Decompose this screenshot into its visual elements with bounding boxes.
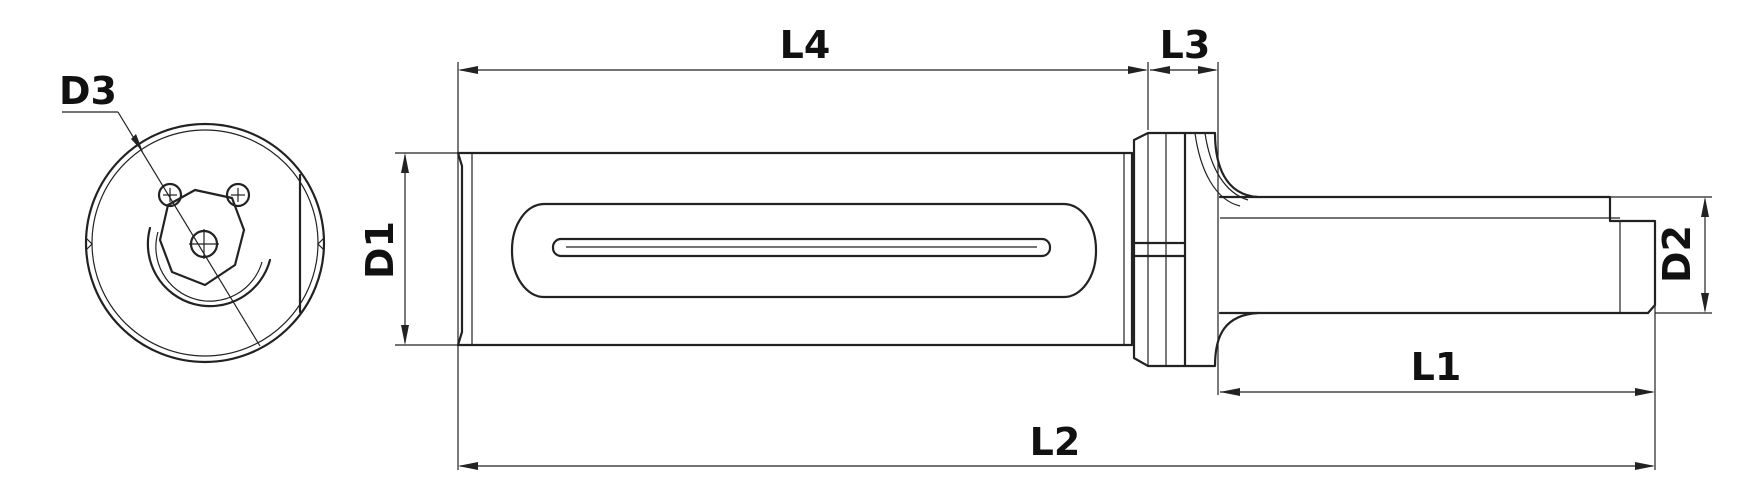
label-l2: L2 xyxy=(1030,420,1081,464)
label-l3: L3 xyxy=(1160,23,1211,67)
end-view xyxy=(62,111,326,364)
label-d1: D1 xyxy=(358,221,402,279)
label-l4: L4 xyxy=(780,23,831,67)
side-view xyxy=(456,131,1657,368)
label-l1: L1 xyxy=(1411,345,1462,389)
label-d2: D2 xyxy=(1655,225,1699,283)
label-d3: D3 xyxy=(59,69,117,113)
dimensions xyxy=(395,62,1712,470)
